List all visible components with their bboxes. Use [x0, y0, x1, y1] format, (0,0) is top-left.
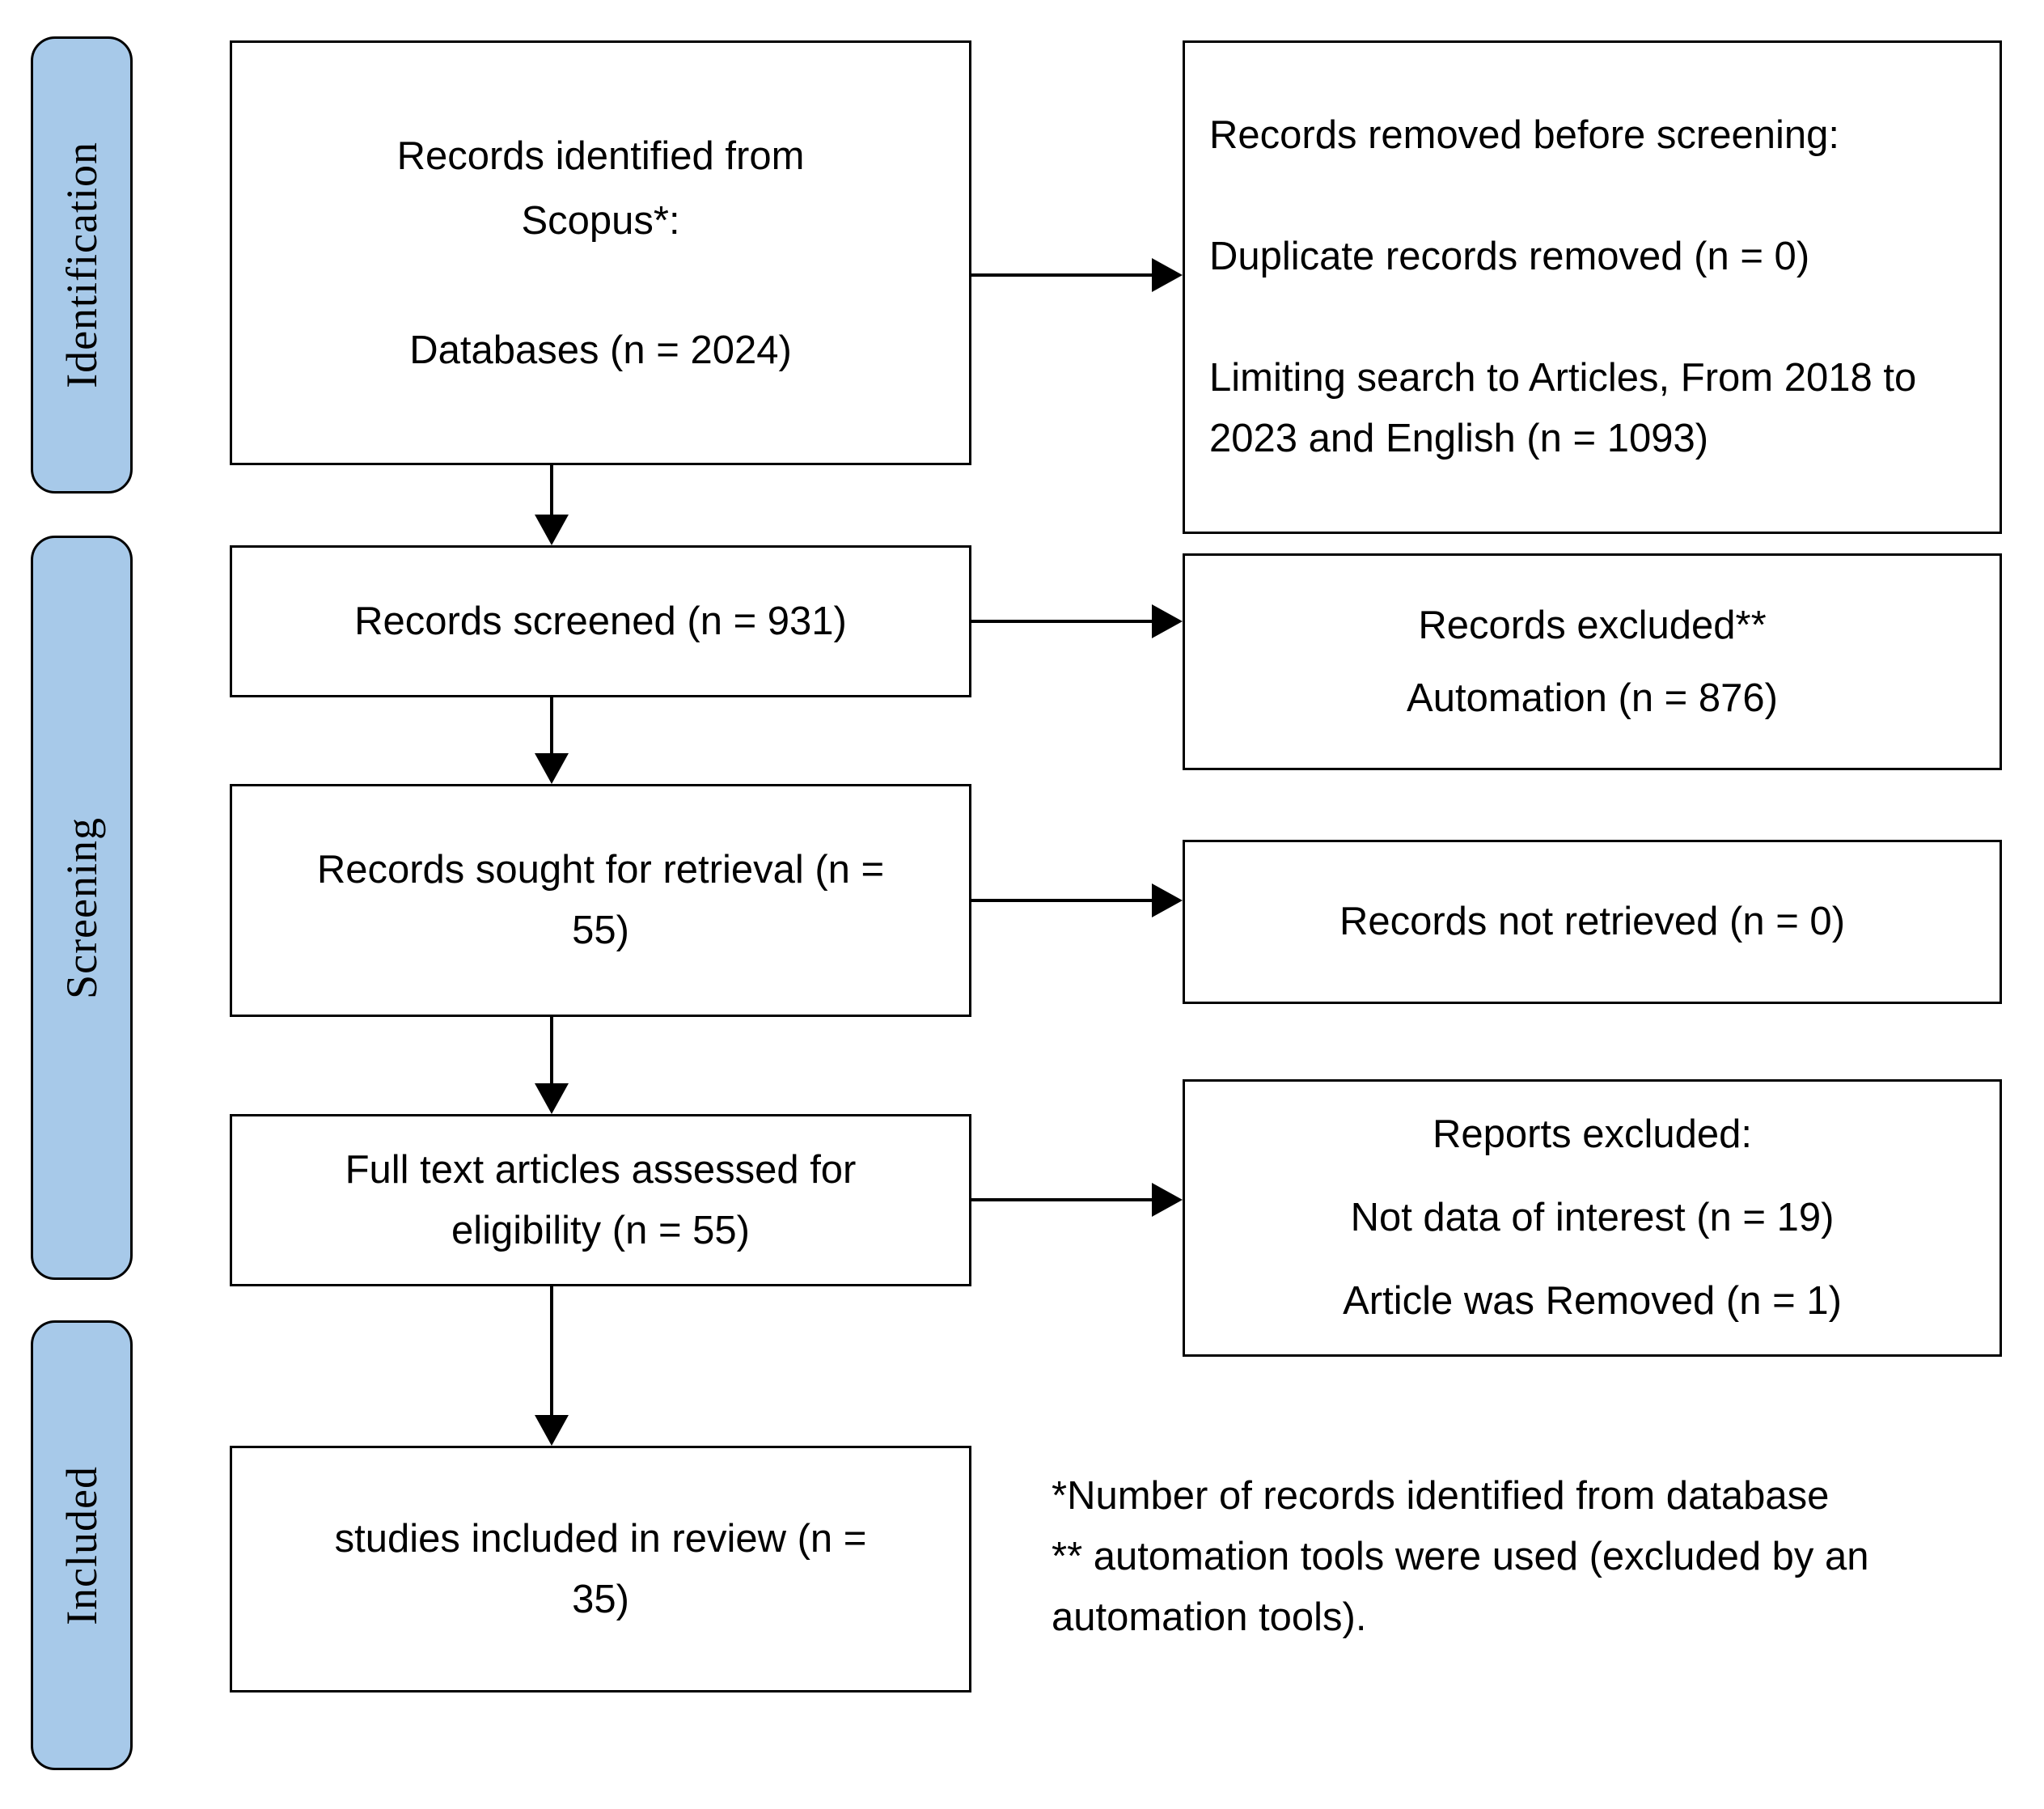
- fulltext-assessed-text: Full text articles assessed for eligibil…: [345, 1140, 857, 1261]
- box-records-screened: Records screened (n = 931): [230, 545, 971, 697]
- records-sought-line-2: 55): [572, 909, 629, 952]
- records-sought-text: Records sought for retrieval (n = 55): [317, 840, 884, 961]
- records-removed-heading: Records removed before screening:: [1209, 113, 1839, 157]
- fulltext-assessed-line-2: eligibility (n = 55): [451, 1208, 750, 1252]
- records-identified-heading: Records identified from Scopus*:: [397, 124, 805, 253]
- footnote-automation-tools: ** automation tools were used (excluded …: [1052, 1535, 1869, 1639]
- right-arrow-4-head-icon: [1152, 1183, 1183, 1217]
- stage-included: Included: [31, 1320, 133, 1770]
- records-screened-text: Records screened (n = 931): [354, 599, 847, 643]
- reports-excluded-reason-1: Not data of interest (n = 19): [1350, 1196, 1835, 1239]
- box-studies-included: studies included in review (n = 35): [230, 1446, 971, 1692]
- down-arrow-2-shaft: [550, 697, 553, 755]
- box-records-identified: Records identified from Scopus*: Databas…: [230, 40, 971, 465]
- down-arrow-1-shaft: [550, 465, 553, 516]
- studies-included-line-1: studies included in review (n =: [334, 1516, 867, 1561]
- box-records-sought: Records sought for retrieval (n = 55): [230, 784, 971, 1017]
- down-arrow-4-head-icon: [535, 1415, 569, 1446]
- records-identified-line-1: Records identified from: [396, 133, 805, 178]
- fulltext-assessed-line-1: Full text articles assessed for: [345, 1147, 857, 1192]
- footnotes: *Number of records identified from datab…: [1052, 1466, 1990, 1648]
- records-not-retrieved-text: Records not retrieved (n = 0): [1339, 900, 1846, 943]
- right-arrow-1-head-icon: [1152, 258, 1183, 292]
- records-identified-line-2: Scopus*:: [521, 198, 680, 243]
- stage-identification: Identification: [31, 36, 133, 494]
- down-arrow-1-head-icon: [535, 515, 569, 545]
- down-arrow-3-shaft: [550, 1017, 553, 1085]
- studies-included-text: studies included in review (n = 35): [335, 1509, 867, 1630]
- stage-included-label: Included: [57, 1465, 106, 1625]
- right-arrow-2-head-icon: [1152, 604, 1183, 638]
- right-arrow-4-shaft: [971, 1198, 1154, 1201]
- reports-excluded-heading: Reports excluded:: [1432, 1112, 1752, 1156]
- reports-excluded-reason-2: Article was Removed (n = 1): [1343, 1279, 1842, 1323]
- records-excluded-heading: Records excluded**: [1418, 603, 1767, 647]
- box-records-not-retrieved: Records not retrieved (n = 0): [1183, 840, 2002, 1004]
- down-arrow-4-shaft: [550, 1286, 553, 1417]
- limiting-search-text: Limiting search to Articles, From 2018 t…: [1209, 356, 1917, 460]
- records-sought-line-1: Records sought for retrieval (n =: [316, 848, 885, 892]
- studies-included-line-2: 35): [572, 1577, 629, 1621]
- right-arrow-1-shaft: [971, 273, 1154, 277]
- stage-identification-label: Identification: [57, 142, 106, 388]
- down-arrow-3-head-icon: [535, 1083, 569, 1114]
- right-arrow-2-shaft: [971, 620, 1154, 623]
- records-identified-count: Databases (n = 2024): [409, 328, 792, 372]
- box-records-excluded: Records excluded** Automation (n = 876): [1183, 553, 2002, 770]
- duplicates-removed-text: Duplicate records removed (n = 0): [1209, 235, 1810, 278]
- stage-screening-label: Screening: [57, 816, 106, 999]
- box-reports-excluded: Reports excluded: Not data of interest (…: [1183, 1079, 2002, 1357]
- right-arrow-3-head-icon: [1152, 883, 1183, 917]
- records-excluded-automation: Automation (n = 876): [1407, 676, 1778, 720]
- right-arrow-3-shaft: [971, 899, 1154, 902]
- stage-screening: Screening: [31, 536, 133, 1280]
- box-fulltext-assessed: Full text articles assessed for eligibil…: [230, 1114, 971, 1286]
- down-arrow-2-head-icon: [535, 753, 569, 784]
- footnote-records-identified: *Number of records identified from datab…: [1052, 1474, 1830, 1518]
- box-records-removed: Records removed before screening: Duplic…: [1183, 40, 2002, 534]
